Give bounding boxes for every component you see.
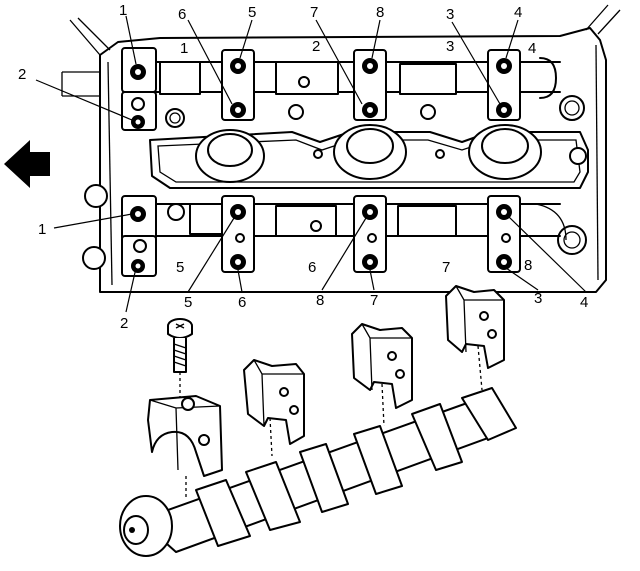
callout-number: 3 — [446, 6, 454, 23]
callout-number: 1 — [38, 221, 46, 238]
callout-number: 4 — [580, 294, 588, 311]
bearing-cap — [121, 235, 157, 277]
cap-mark-top: 1 — [180, 40, 188, 57]
exploded-bearing-cap — [147, 395, 223, 500]
callout-number: 6 — [238, 294, 246, 311]
exploded-bearing-cap — [445, 285, 505, 391]
spark-plug-bore — [333, 124, 407, 180]
cap-mark-top: 2 — [312, 38, 320, 55]
cap-marks: 1 2 3 4 5 6 7 8 — [176, 38, 536, 276]
cap-mark-top: 4 — [528, 40, 536, 57]
exploded-bearing-cap — [243, 359, 305, 457]
bearing-cap — [221, 49, 255, 121]
bearing-cap — [221, 195, 255, 273]
callout-number: 4 — [514, 4, 522, 21]
callout-number: 7 — [370, 292, 378, 309]
callout-number: 3 — [534, 290, 542, 307]
callout-numbers: 1 6 5 7 8 3 4 2 1 2 5 6 8 7 3 4 — [18, 2, 588, 332]
callout-number: 2 — [18, 66, 26, 83]
callout-number: 8 — [376, 4, 384, 21]
cylinder-head — [61, 4, 621, 293]
callout-number: 7 — [310, 4, 318, 21]
callout-number: 2 — [120, 315, 128, 332]
bearing-cap — [121, 195, 157, 241]
bearing-cap-bolt — [167, 318, 193, 400]
spark-plug-bore — [195, 129, 265, 183]
callout-number: 8 — [316, 292, 324, 309]
bearing-cap — [487, 49, 521, 121]
cap-mark-top: 3 — [446, 38, 454, 55]
cap-mark-bottom: 5 — [176, 259, 184, 276]
bearing-cap — [487, 195, 521, 273]
exploded-camshaft — [119, 387, 517, 557]
callout-number: 1 — [119, 2, 127, 19]
bearing-cap — [121, 91, 157, 131]
exhaust-camshaft-installed — [129, 203, 567, 241]
callout-leaders — [35, 15, 587, 313]
bearing-cap — [353, 195, 387, 273]
bearing-cap — [121, 47, 157, 93]
bearing-caps-top — [121, 47, 521, 131]
callout-number: 5 — [248, 4, 256, 21]
callout-number: 5 — [184, 294, 192, 311]
exploded-bearing-cap — [351, 323, 413, 427]
intake-camshaft-installed — [129, 57, 561, 99]
front-of-engine-arrow — [4, 140, 50, 188]
bearing-caps-bottom — [121, 195, 521, 277]
spark-plug-bore — [468, 124, 542, 180]
cap-mark-bottom: 8 — [524, 257, 532, 274]
callout-number: 6 — [178, 6, 186, 23]
cap-mark-bottom: 6 — [308, 259, 316, 276]
cap-mark-bottom: 7 — [442, 259, 450, 276]
bearing-cap — [353, 49, 387, 121]
